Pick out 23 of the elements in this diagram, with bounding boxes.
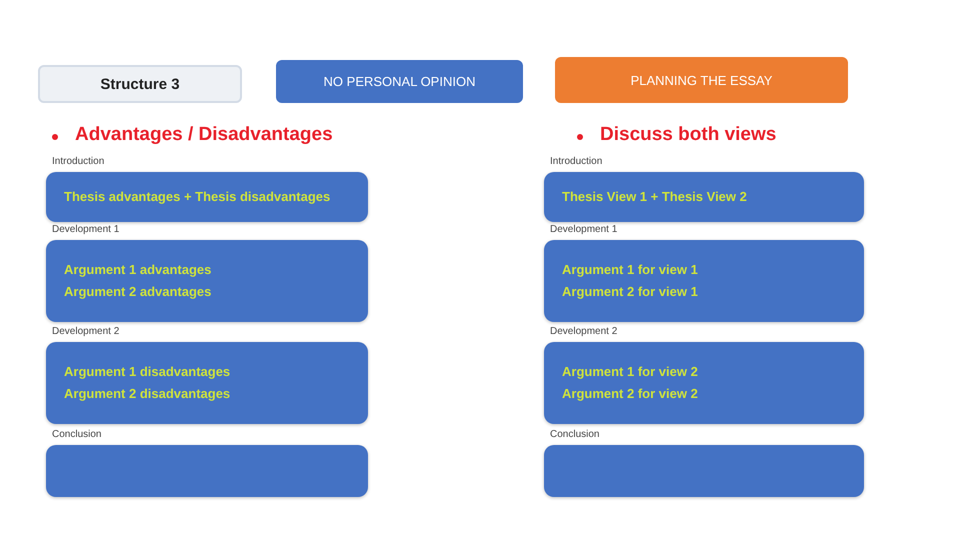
- section-label: Development 1: [550, 224, 618, 235]
- section-heading: Advantages / Disadvantages: [75, 124, 333, 146]
- section-label: Conclusion: [52, 429, 102, 440]
- box-text: Thesis advantages + Thesis disadvantages: [64, 188, 332, 206]
- box-text: Argument 1 advantages: [64, 261, 212, 279]
- box-text: Argument 2 for view 2: [562, 385, 699, 403]
- box-text: Argument 2 advantages: [64, 283, 212, 301]
- box-text: Argument 2 disadvantages: [64, 385, 232, 403]
- section-label: Introduction: [52, 156, 104, 167]
- section-label: Development 2: [52, 326, 120, 337]
- section-label: Development 2: [550, 326, 618, 337]
- structure-tag: Structure 3: [38, 65, 242, 103]
- box-text: Argument 1 for view 1: [562, 261, 699, 279]
- section-heading: Discuss both views: [600, 124, 776, 146]
- section-label: Conclusion: [550, 429, 600, 440]
- box-text: Thesis View 1 + Thesis View 2: [562, 188, 748, 206]
- section-label: Introduction: [550, 156, 602, 167]
- box-text: Argument 1 disadvantages: [64, 363, 232, 381]
- section-label: Development 1: [52, 224, 120, 235]
- box-text: Argument 2 for view 1: [562, 283, 699, 301]
- info-banner: PLANNING THE ESSAY: [555, 57, 848, 103]
- info-banner: NO PERSONAL OPINION: [276, 60, 523, 103]
- box-text: Argument 1 for view 2: [562, 363, 699, 381]
